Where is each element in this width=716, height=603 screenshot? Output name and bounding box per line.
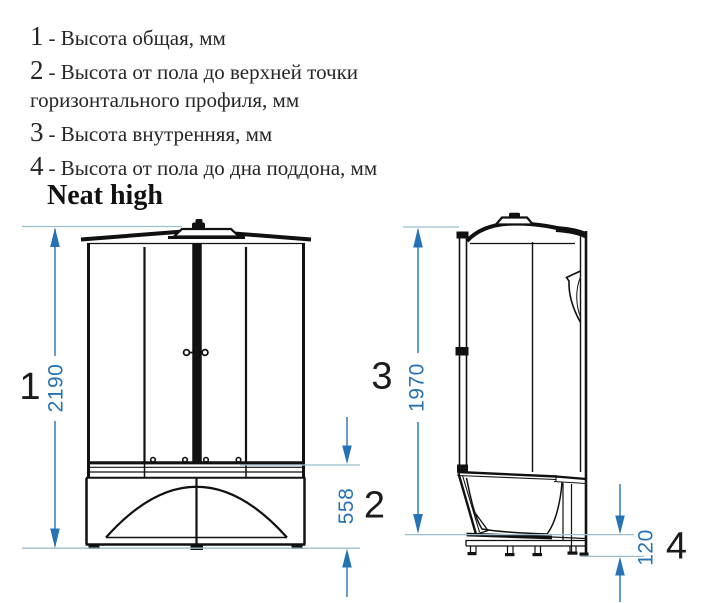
- legend-item-inner-height: 3- Высота внутренняя, мм: [30, 118, 440, 148]
- dimension-value: 1970: [406, 363, 429, 412]
- tray-support-frame: [465, 539, 586, 547]
- dimension-value: 2190: [45, 364, 68, 413]
- tray-basin-inner: [465, 477, 563, 535]
- side-roof-knob: [509, 212, 520, 219]
- legend-label: - Высота от пола до дна поддона, мм: [48, 156, 378, 180]
- door-handle-left: [182, 348, 191, 357]
- dimension-value: 120: [635, 529, 658, 566]
- arrow-up-icon: [615, 556, 625, 576]
- side-back-curve: [565, 270, 582, 323]
- tray-ledge-inner: [553, 476, 587, 485]
- legend-number: 1: [30, 21, 44, 51]
- front-foot-left: [88, 545, 100, 549]
- front-roof-knob: [192, 222, 205, 229]
- arrow-up-icon: [50, 227, 60, 247]
- side-view: [455, 212, 589, 557]
- dimension-ref-number: 4: [666, 526, 687, 568]
- tray-foot: [467, 552, 477, 556]
- arrow-up-icon: [342, 548, 352, 568]
- tray-outer-wall-inner: [461, 475, 481, 533]
- tray-legs: [469, 546, 577, 554]
- dimension-ref-number: 2: [364, 485, 385, 527]
- tray-outer-wall: [457, 473, 478, 537]
- side-profile-bottom-bracket: [457, 464, 468, 473]
- legend-number: 2: [30, 55, 44, 85]
- dimension-tray-height: 120 4: [615, 484, 687, 602]
- dimension-ref-number: 1: [19, 366, 40, 408]
- front-view: [80, 219, 312, 550]
- legend-item-profile-height: 2- Высота от пола до верхней точки гориз…: [30, 56, 440, 114]
- door-handle-right: [201, 348, 209, 357]
- arrow-down-icon: [50, 528, 60, 548]
- arrow-down-icon: [615, 515, 625, 535]
- front-roof-cap: [171, 227, 242, 238]
- side-profile-mid-bracket: [455, 347, 469, 356]
- tray-foot: [532, 553, 542, 557]
- tray-foot: [579, 552, 589, 556]
- legend: 1- Высота общая, мм 2- Высота от пола до…: [30, 22, 440, 186]
- legend-number: 3: [30, 117, 44, 147]
- tray-right-frame: [562, 483, 573, 553]
- arrow-down-icon: [413, 514, 423, 534]
- legend-item-tray-height: 4- Высота от пола до дна поддона, мм: [30, 152, 440, 182]
- legend-label: - Высота от пола до верхней точки горизо…: [30, 60, 359, 112]
- tray-rim-inner: [457, 474, 557, 481]
- dimension-profile-height: 558 2: [335, 417, 385, 597]
- legend-number: 4: [30, 151, 44, 181]
- front-foot-right: [291, 545, 303, 549]
- side-profile-top-bracket: [456, 231, 469, 239]
- extension-lines: [22, 225, 644, 558]
- diagram-title: Neat high: [47, 180, 163, 211]
- front-foot-center: [190, 545, 203, 550]
- front-roof-knob-top: [195, 219, 203, 224]
- side-roof-cap: [493, 216, 536, 226]
- tray-floor-right: [551, 536, 586, 540]
- tray-foot: [567, 551, 578, 555]
- arrow-down-icon: [342, 445, 352, 464]
- tray-foot: [505, 553, 515, 557]
- front-rail-joints: [143, 463, 247, 478]
- arrow-up-icon: [413, 227, 423, 248]
- side-roof-corner: [555, 226, 588, 239]
- side-back-curve-inner: [576, 276, 581, 318]
- legend-item-overall-height: 1- Высота общая, мм: [30, 22, 440, 52]
- dimension-inner-height: 1970 3: [371, 227, 429, 534]
- dimension-overall-height: 2190 1: [19, 227, 68, 548]
- legend-label: - Высота внутренняя, мм: [48, 122, 273, 146]
- legend-label: - Высота общая, мм: [48, 26, 226, 50]
- dimension-value: 558: [335, 488, 358, 525]
- tray-ledge: [555, 475, 587, 481]
- dimension-ref-number: 3: [371, 356, 392, 398]
- front-base-panel: [85, 478, 306, 546]
- tray-rim: [457, 470, 558, 478]
